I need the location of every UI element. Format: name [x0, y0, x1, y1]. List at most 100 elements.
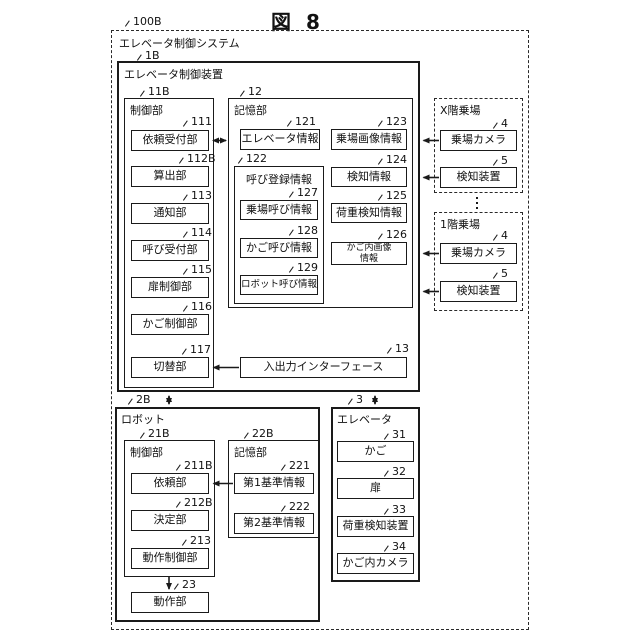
leader-tick	[386, 347, 393, 354]
ref-124: 124	[377, 153, 407, 166]
leader-tick	[139, 90, 146, 97]
ref-33: 33	[383, 503, 406, 516]
ref-label: 113	[191, 189, 212, 202]
leader-tick	[383, 470, 390, 477]
ref-label: 127	[297, 186, 318, 199]
ref-label: 213	[190, 534, 211, 547]
floor-x-hall-box	[434, 98, 523, 193]
elevator-label: エレベータ	[337, 413, 392, 426]
leader-tick	[377, 120, 384, 127]
io-interface: 入出力インターフェース	[240, 357, 407, 378]
leader-tick	[288, 229, 295, 236]
ref-115: 115	[182, 263, 212, 276]
ref-label: 115	[191, 263, 212, 276]
ref-label: 4	[501, 117, 508, 130]
ref-4-1: 4	[492, 229, 508, 242]
car-interior-image-info: かご内画像 情報	[331, 242, 407, 265]
ref-label: 125	[386, 189, 407, 202]
robot-label: ロボット	[121, 413, 165, 426]
ref-126: 126	[377, 228, 407, 241]
floor-x-hall-label: X階乗場	[440, 104, 481, 117]
elevator-control-device-label: エレベータ制御装置	[124, 68, 223, 81]
ref-label: 100B	[133, 15, 162, 28]
decision-unit: 決定部	[131, 510, 209, 531]
detection-device-1: 検知装置	[440, 281, 517, 302]
ref-label: 23	[182, 578, 196, 591]
ref-129: 129	[288, 261, 318, 274]
ref-12: 12	[239, 85, 262, 98]
elevator-control-system-box	[111, 30, 529, 630]
ref-label: 32	[392, 465, 406, 478]
ref-label: 5	[501, 154, 508, 167]
leader-tick	[288, 266, 295, 273]
ref-123: 123	[377, 115, 407, 128]
ref-label: 122	[246, 152, 267, 165]
ref-label: 123	[386, 115, 407, 128]
leader-tick	[492, 272, 499, 279]
detection-info: 検知情報	[331, 167, 407, 187]
elevator-control-system-label: エレベータ制御システム	[119, 37, 240, 50]
ref-label: 4	[501, 229, 508, 242]
leader-tick	[243, 432, 250, 439]
ref-114: 114	[182, 226, 212, 239]
ref-117: 117	[181, 343, 211, 356]
ref-label: 21B	[148, 427, 170, 440]
request-unit: 依頼部	[131, 473, 209, 494]
floor-1-hall-label: 1階乗場	[440, 218, 480, 231]
ref-11B: 11B	[139, 85, 170, 98]
car-control-unit: かご制御部	[131, 314, 209, 335]
ref-122: 122	[237, 152, 267, 165]
leader-tick	[182, 120, 189, 127]
ref-4-x: 4	[492, 117, 508, 130]
ref-label: 112B	[187, 152, 216, 165]
ref-5-1: 5	[492, 267, 508, 280]
ref-222: 222	[280, 500, 310, 513]
leader-tick	[288, 191, 295, 198]
ref-label: 11B	[148, 85, 170, 98]
ref-116: 116	[182, 300, 212, 313]
ref-112B: 112B	[178, 152, 216, 165]
leader-tick	[383, 545, 390, 552]
ref-label: 111	[191, 115, 212, 128]
ref-label: 212B	[184, 496, 213, 509]
ref-111: 111	[182, 115, 212, 128]
ref-34: 34	[383, 540, 406, 553]
detection-device-x: 検知装置	[440, 167, 517, 188]
car: かご	[337, 441, 414, 462]
leader-tick	[286, 120, 293, 127]
ref-label: 22B	[252, 427, 274, 440]
call-reception-unit: 呼び受付部	[131, 240, 209, 261]
elevator-info: エレベータ情報	[240, 129, 320, 150]
leader-tick	[383, 433, 390, 440]
door: 扉	[337, 478, 414, 499]
ref-label: 1B	[145, 49, 160, 62]
ref-211B: 211B	[175, 459, 213, 472]
leader-tick	[492, 122, 499, 129]
leader-tick	[377, 194, 384, 201]
ref-label: 31	[392, 428, 406, 441]
ref-212B: 212B	[175, 496, 213, 509]
leader-tick	[136, 54, 143, 61]
ref-label: 124	[386, 153, 407, 166]
ref-1B: 1B	[136, 49, 160, 62]
leader-tick	[492, 234, 499, 241]
ref-3: 3	[347, 393, 363, 406]
call-registration-info-label: 呼び登録情報	[246, 173, 312, 186]
leader-tick	[377, 158, 384, 165]
leader-tick	[237, 157, 244, 164]
ref-13: 13	[386, 342, 409, 355]
ref-127: 127	[288, 186, 318, 199]
hall-camera-1: 乗場カメラ	[440, 243, 517, 264]
ref-label: 12	[248, 85, 262, 98]
ref-label: 3	[356, 393, 363, 406]
robot-storage-unit-label: 記憶部	[234, 446, 267, 459]
notification-unit: 通知部	[131, 203, 209, 224]
leader-tick	[377, 233, 384, 240]
leader-tick	[181, 348, 188, 355]
request-reception-unit: 依頼受付部	[131, 130, 209, 151]
ref-label: 129	[297, 261, 318, 274]
hall-image-info: 乗場画像情報	[331, 129, 407, 150]
ref-label: 121	[295, 115, 316, 128]
leader-tick	[139, 432, 146, 439]
leader-tick	[178, 157, 185, 164]
